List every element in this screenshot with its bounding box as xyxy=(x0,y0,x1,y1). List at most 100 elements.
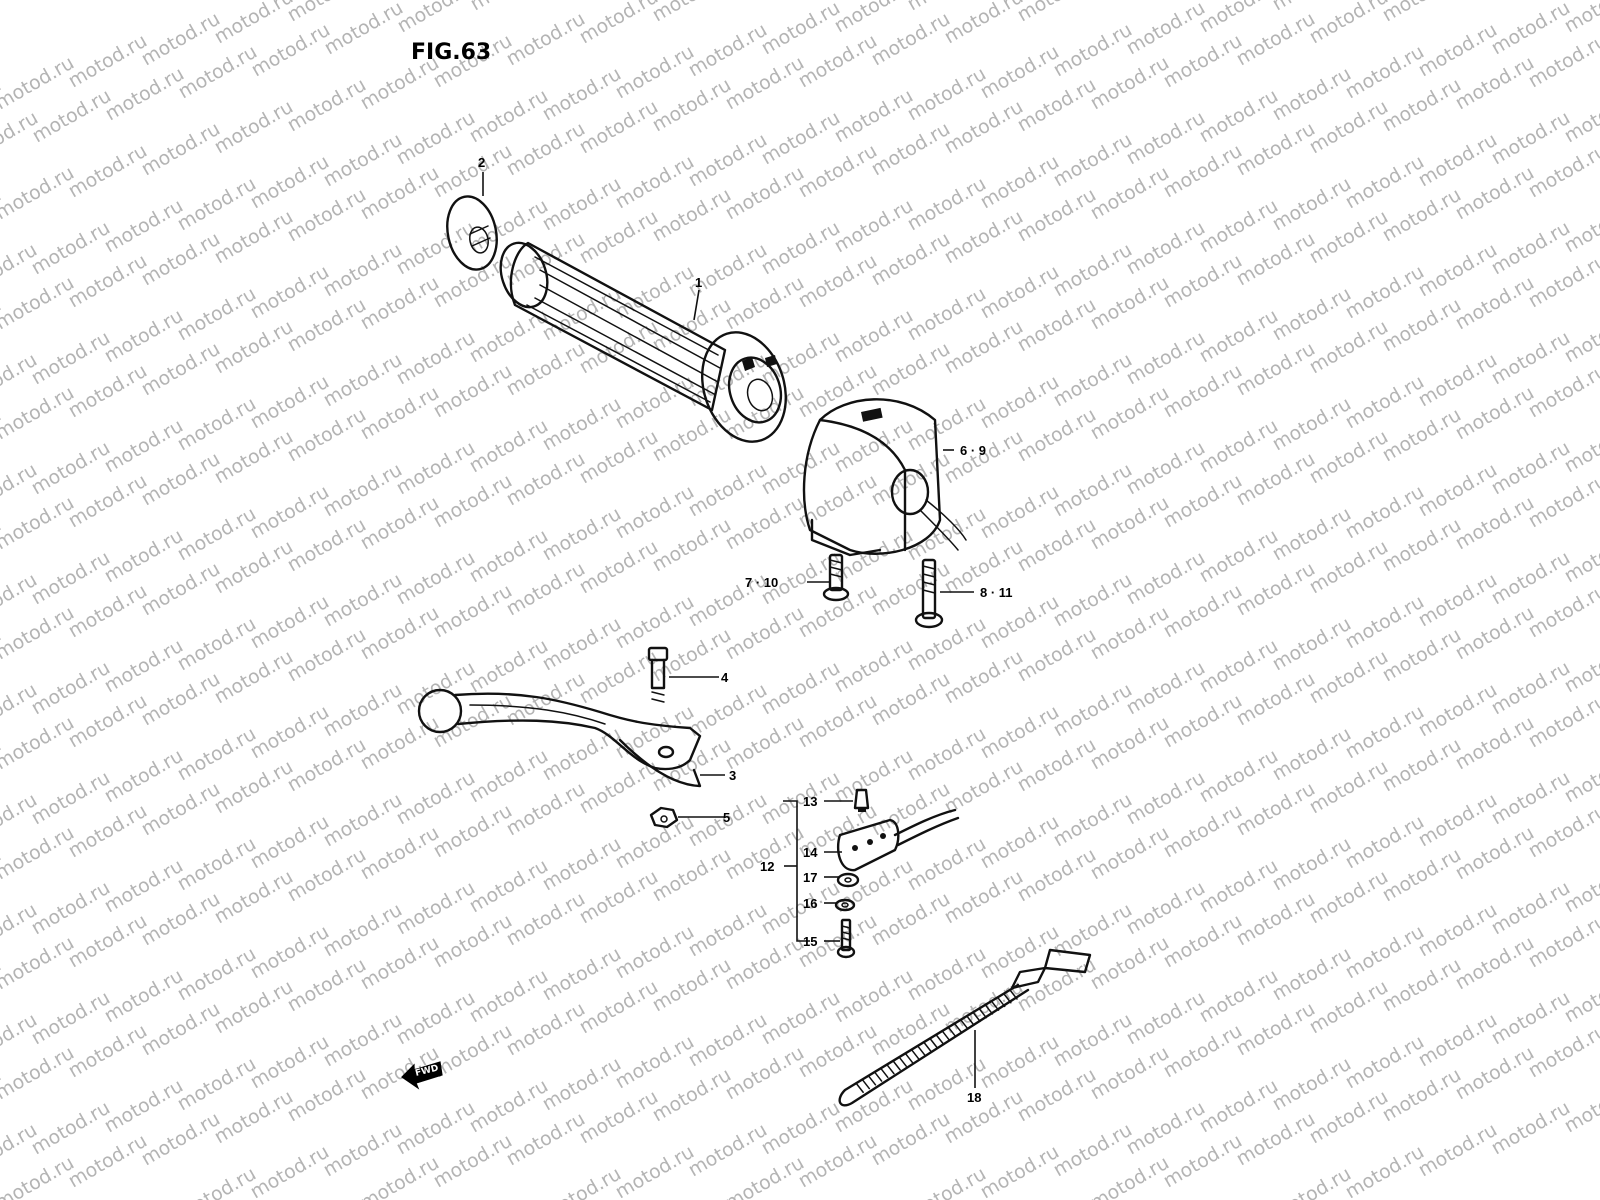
watermark-text: motod.ru xyxy=(1196,635,1282,698)
watermark-text: motod.ru xyxy=(28,767,114,830)
watermark-text: motod.ru xyxy=(1525,800,1600,863)
watermark-text: motod.ru xyxy=(138,778,224,841)
watermark-text: motod.ru xyxy=(1269,173,1355,236)
callout-18: 18 xyxy=(967,1090,981,1105)
watermark-text: motod.ru xyxy=(1160,690,1246,753)
part-14-clutch-switch xyxy=(836,808,960,872)
watermark-text: motod.ru xyxy=(28,877,114,940)
watermark-text: motod.ru xyxy=(1415,899,1501,962)
watermark-text: motod.ru xyxy=(1160,140,1246,203)
watermark-text: motod.ru xyxy=(1233,8,1319,71)
watermark-text: motod.ru xyxy=(284,184,370,247)
watermark-text: motod.ru xyxy=(1014,0,1100,26)
watermark-text: motod.ru xyxy=(320,1009,406,1072)
watermark-text: motod.ru xyxy=(1160,30,1246,93)
watermark-text: motod.ru xyxy=(0,52,78,115)
watermark-text: motod.ru xyxy=(320,789,406,852)
watermark-text: motod.ru xyxy=(1050,679,1136,742)
watermark-text: motod.ru xyxy=(1087,52,1173,115)
watermark-text: motod.ru xyxy=(503,448,589,511)
watermark-text: motod.ru xyxy=(868,8,954,71)
watermark-text: motod.ru xyxy=(941,756,1027,819)
watermark-text: motod.ru xyxy=(175,41,261,104)
watermark-text: motod.ru xyxy=(1342,151,1428,214)
part-8-11-long-screw xyxy=(914,558,944,629)
watermark-text: motod.ru xyxy=(649,404,735,467)
watermark-text: motod.ru xyxy=(649,0,735,26)
watermark-text: motod.ru xyxy=(831,195,917,258)
watermark-text: motod.ru xyxy=(612,921,698,984)
watermark-text: motod.ru xyxy=(320,459,406,522)
watermark-text: motod.ru xyxy=(1014,514,1100,577)
watermark-text: motod.ru xyxy=(1196,305,1282,368)
watermark-text: motod.ru xyxy=(101,965,187,1028)
watermark-text: motod.ru xyxy=(722,492,808,555)
watermark-text: motod.ru xyxy=(65,30,151,93)
watermark-text: motod.ru xyxy=(904,63,990,126)
watermark-text: motod.ru xyxy=(1050,459,1136,522)
watermark-text: motod.ru xyxy=(868,778,954,841)
watermark-text: motod.ru xyxy=(1014,624,1100,687)
watermark-text: motod.ru xyxy=(1488,0,1574,59)
watermark-text: motod.ru xyxy=(357,162,443,225)
watermark-text: motod.ru xyxy=(1160,910,1246,973)
watermark-text: motod.ru xyxy=(1488,987,1574,1050)
watermark-text: motod.ru xyxy=(612,151,698,214)
watermark-text: motod.ru xyxy=(1087,712,1173,775)
watermark-text: motod.ru xyxy=(722,1042,808,1105)
watermark-text: motod.ru xyxy=(0,932,78,995)
callout-4: 4 xyxy=(721,670,729,685)
callout-6-9: 6 · 9 xyxy=(960,443,986,458)
watermark-text: motod.ru xyxy=(430,910,516,973)
watermark-text: motod.ru xyxy=(1306,756,1392,819)
watermark-text: motod.ru xyxy=(1123,217,1209,280)
watermark-text: motod.ru xyxy=(868,668,954,731)
watermark-text: motod.ru xyxy=(284,1064,370,1127)
watermark-text: motod.ru xyxy=(904,723,990,786)
watermark-text: motod.ru xyxy=(1379,0,1465,26)
watermark-text: motod.ru xyxy=(1415,349,1501,412)
watermark-text: motod.ru xyxy=(1452,1042,1538,1105)
watermark-text: motod.ru xyxy=(1379,74,1465,137)
watermark-text: motod.ru xyxy=(1415,1119,1501,1182)
watermark-text: motod.ru xyxy=(1379,404,1465,467)
watermark-text: motod.ru xyxy=(1050,1009,1136,1072)
watermark-text: motod.ru xyxy=(831,965,917,1028)
watermark-text: motod.ru xyxy=(612,811,698,874)
watermark-text: motod.ru xyxy=(101,745,187,808)
watermark-text: motod.ru xyxy=(1123,767,1209,830)
watermark-text: motod.ru xyxy=(576,976,662,1039)
callout-1: 1 xyxy=(695,275,702,290)
watermark-text: motod.ru xyxy=(1233,558,1319,621)
watermark-text: motod.ru xyxy=(393,987,479,1050)
watermark-text: motod.ru xyxy=(795,30,881,93)
watermark-text: motod.ru xyxy=(320,679,406,742)
watermark-text: motod.ru xyxy=(284,954,370,1017)
watermark-text: motod.ru xyxy=(1196,965,1282,1028)
watermark-text: motod.ru xyxy=(320,569,406,632)
watermark-text: motod.ru xyxy=(576,866,662,929)
watermark-text: motod.ru xyxy=(466,745,552,808)
watermark-text: motod.ru xyxy=(941,316,1027,379)
watermark-text: motod.ru xyxy=(576,536,662,599)
watermark-text: motod.ru xyxy=(758,1097,844,1160)
watermark-text: motod.ru xyxy=(1123,987,1209,1050)
watermark-text: motod.ru xyxy=(1196,855,1282,918)
watermark-text: motod.ru xyxy=(576,1086,662,1149)
watermark-text: motod.ru xyxy=(1160,1130,1246,1193)
watermark-text: motod.ru xyxy=(722,52,808,115)
watermark-text: motod.ru xyxy=(1123,327,1209,390)
watermark-text: motod.ru xyxy=(1306,206,1392,269)
watermark-text: motod.ru xyxy=(1452,52,1538,115)
watermark-text: motod.ru xyxy=(1050,239,1136,302)
watermark-text: motod.ru xyxy=(174,283,260,346)
watermark-text: motod.ru xyxy=(539,393,625,456)
watermark-text: motod.ru xyxy=(941,96,1027,159)
watermark-text: motod.ru xyxy=(1087,162,1173,225)
watermark-text: motod.ru xyxy=(466,415,552,478)
watermark-text: motod.ru xyxy=(722,602,808,665)
watermark-text: motod.ru xyxy=(1087,822,1173,885)
watermark-text: motod.ru xyxy=(1379,184,1465,247)
watermark-text: motod.ru xyxy=(284,294,370,357)
